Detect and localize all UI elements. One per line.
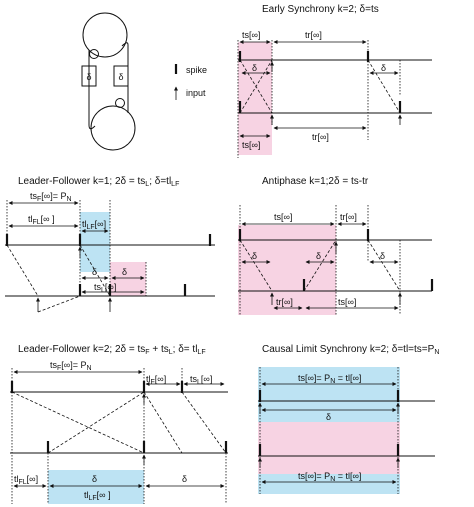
panel-causal-limit-synchrony: Causal Limit Synchrony k=2; δ=tl=ts=PN t… — [258, 344, 439, 494]
antiphase-ts-top-label: ts[∞] — [274, 212, 292, 222]
early-sync-tr-top-label: tr[∞] — [305, 30, 322, 40]
early-sync-tr-bot-label: tr[∞] — [312, 132, 329, 142]
antiphase-delta-c: δ — [380, 251, 385, 261]
delay-box-right-label: δ — [118, 72, 123, 82]
delay-box-right — [113, 65, 129, 87]
lf2-tsl-label: tsL[∞] — [190, 374, 212, 386]
lf1-tllf-shade — [80, 212, 110, 272]
delay-box-left-label: δ — [86, 72, 91, 82]
panel-leader-follower-2: Leader-Follower k=2; 2δ = tsF + tsL; δ= … — [10, 344, 228, 504]
panel-leader-follower-1-title: Leader-Follower k=1; 2δ = tsL; δ=tlLF — [18, 176, 179, 188]
lf1-tsl-label: tsL[∞] — [94, 282, 116, 294]
antiphase-delta-b: δ — [316, 251, 321, 261]
bottom-synapse-circle — [115, 98, 125, 108]
antiphase-delta-a: δ — [252, 251, 257, 261]
antiphase-tr-bot-label: tr[∞] — [276, 297, 293, 307]
delay-box-left — [81, 65, 97, 87]
panel-causal-limit-title: Causal Limit Synchrony k=2; δ=tl=ts=PN — [262, 344, 439, 356]
top-synapse-circle — [89, 49, 99, 59]
panel-antiphase-title: Antiphase k=1;2δ = ts-tr — [262, 176, 369, 187]
causal-bottom-blue-shade — [258, 474, 400, 494]
causal-bottom-label: ts[∞]= PN = tl[∞] — [298, 471, 361, 483]
panel-antiphase: Antiphase k=1;2δ = ts-tr ts[∞] tr[∞] δ δ… — [238, 176, 434, 315]
early-sync-ts-bot-label: ts[∞] — [242, 140, 260, 150]
early-sync-delta-b: δ — [381, 63, 386, 73]
lf2-delta-b: δ — [182, 474, 187, 484]
legend-spike-label: spike — [186, 65, 207, 75]
early-sync-delta-a: δ — [252, 63, 257, 73]
early-sync-ts-top-label: ts[∞] — [242, 30, 260, 40]
panel-early-synchrony-title: Early Synchrony k=2; δ=ts — [262, 4, 379, 15]
causal-delta-label: δ — [326, 412, 331, 422]
lf1-tlfl-label: tlFL[∞ ] — [28, 214, 55, 226]
antiphase-tr-top-label: tr[∞] — [340, 212, 357, 222]
lf2-tsf-label: tsF[∞]= PN — [50, 360, 92, 372]
early-sync-ts-shade — [238, 42, 272, 155]
causal-pink-shade — [258, 422, 400, 474]
antiphase-ts-bot-label: ts[∞] — [338, 297, 356, 307]
neuron-circuit-diagram: δ δ — [81, 12, 136, 151]
panel-leader-follower-1: Leader-Follower k=1; 2δ = tsL; δ=tlLF ts… — [5, 176, 215, 313]
legend-input-label: input — [186, 88, 206, 98]
lf2-delta-a: δ — [92, 474, 97, 484]
lf1-tsf-label: tsF[∞]= PN — [30, 191, 72, 203]
bottom-neuron-circle — [90, 105, 136, 151]
panel-early-synchrony: Early Synchrony k=2; δ=ts ts[∞] tr[∞] δ … — [237, 4, 432, 158]
lf2-tlf-label: tlF[∞] — [146, 374, 166, 386]
causal-top-label: ts[∞]= PN = tl[∞] — [298, 373, 361, 385]
lf1-tllf-label: tlLF[∞] — [82, 219, 106, 231]
top-neuron-circle — [82, 12, 128, 58]
panel-leader-follower-2-title: Leader-Follower k=2; 2δ = tsF + tsL; δ= … — [18, 344, 206, 356]
legend: spike input — [174, 64, 207, 100]
lf1-delta-a: δ — [92, 267, 97, 277]
lf1-delta-b: δ — [122, 267, 127, 277]
lf2-tlfl-label: tlFL[∞] — [14, 474, 38, 486]
lf2-tllf-label: tlLF[∞ ] — [84, 490, 111, 502]
